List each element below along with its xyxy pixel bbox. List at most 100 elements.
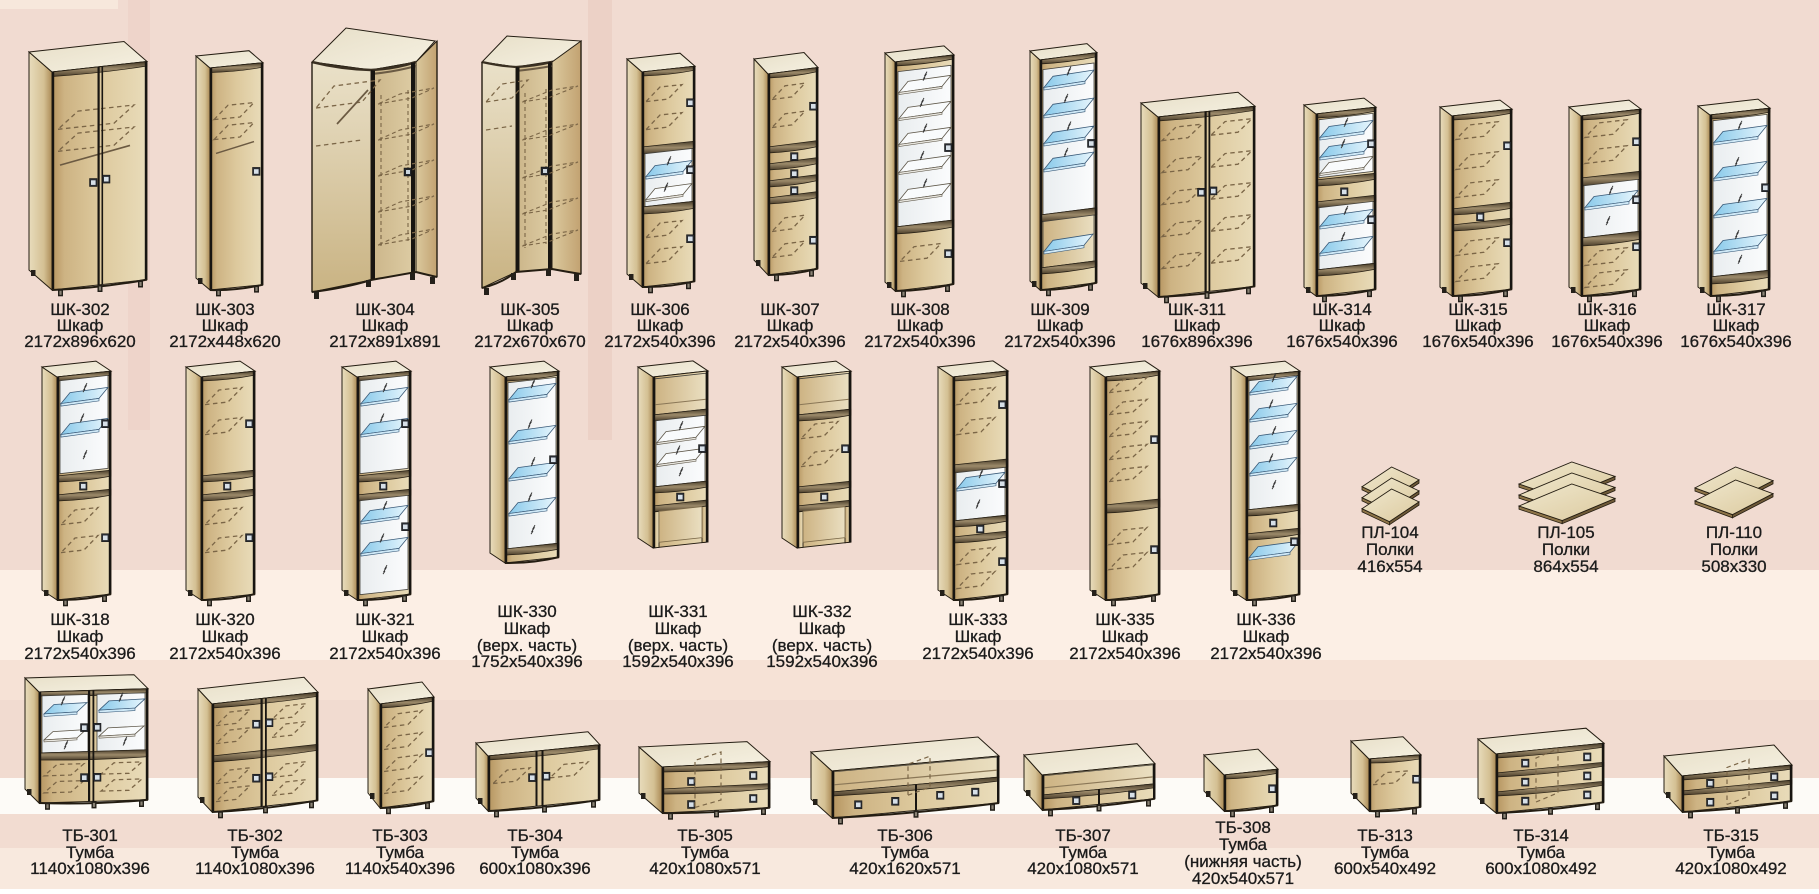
svg-text:420х1080х571: 420х1080х571 [1027,859,1139,878]
svg-text:1592х540х396: 1592х540х396 [622,652,734,671]
svg-text:Шкаф: Шкаф [1037,316,1084,335]
svg-text:Полки: Полки [1366,540,1414,559]
svg-text:1676х540х396: 1676х540х396 [1551,332,1663,351]
svg-text:Тумба: Тумба [66,843,115,862]
svg-text:ТБ-314: ТБ-314 [1513,826,1569,845]
svg-text:2172х540х396: 2172х540х396 [922,644,1034,663]
svg-text:600х540х492: 600х540х492 [1334,859,1436,878]
svg-text:1676х896х396: 1676х896х396 [1141,332,1253,351]
svg-text:ШК-332: ШК-332 [792,602,852,621]
svg-text:2172х540х396: 2172х540х396 [1004,332,1116,351]
svg-text:ШК-309: ШК-309 [1030,300,1090,319]
svg-text:ШК-317: ШК-317 [1706,300,1766,319]
svg-text:2172х540х396: 2172х540х396 [734,332,846,351]
svg-text:2172х896х620: 2172х896х620 [24,332,136,351]
svg-text:ПЛ-104: ПЛ-104 [1361,523,1418,542]
svg-text:ШК-333: ШК-333 [948,610,1008,629]
svg-text:ТБ-313: ТБ-313 [1357,826,1413,845]
svg-text:ТБ-308: ТБ-308 [1215,818,1271,837]
svg-text:Шкаф: Шкаф [955,627,1002,646]
svg-text:1140х540х396: 1140х540х396 [345,859,455,878]
svg-text:ШК-311: ШК-311 [1168,300,1226,319]
svg-text:2172х540х396: 2172х540х396 [864,332,976,351]
svg-text:ШК-318: ШК-318 [50,610,110,629]
svg-text:2172х540х396: 2172х540х396 [24,644,136,663]
svg-text:Тумба: Тумба [231,843,280,862]
svg-text:Шкаф: Шкаф [362,316,409,335]
svg-text:ТБ-301: ТБ-301 [62,826,118,845]
svg-text:1592х540х396: 1592х540х396 [766,652,878,671]
svg-text:(верх. часть): (верх. часть) [477,636,577,655]
svg-text:(нижняя часть): (нижняя часть) [1184,852,1302,871]
svg-text:864х554: 864х554 [1533,557,1598,576]
svg-text:ШК-315: ШК-315 [1448,300,1508,319]
svg-text:ШК-314: ШК-314 [1312,300,1372,319]
svg-text:Тумба: Тумба [1707,843,1756,862]
svg-text:420х1620х571: 420х1620х571 [849,859,961,878]
svg-text:Шкаф: Шкаф [767,316,814,335]
svg-text:2172х540х396: 2172х540х396 [1069,644,1181,663]
svg-text:ТБ-306: ТБ-306 [877,826,933,845]
svg-text:ШК-305: ШК-305 [500,300,560,319]
svg-text:2172х540х396: 2172х540х396 [329,644,441,663]
svg-text:420х1080х492: 420х1080х492 [1675,859,1787,878]
svg-text:(верх. часть): (верх. часть) [628,636,728,655]
svg-text:Полки: Полки [1542,540,1590,559]
svg-text:420х1080х571: 420х1080х571 [649,859,761,878]
svg-text:1676х540х396: 1676х540х396 [1422,332,1534,351]
svg-text:Тумба: Тумба [681,843,730,862]
svg-text:Шкаф: Шкаф [362,627,409,646]
svg-text:1676х540х396: 1676х540х396 [1680,332,1792,351]
svg-text:(верх. часть): (верх. часть) [772,636,872,655]
svg-text:Шкаф: Шкаф [637,316,684,335]
svg-text:1140х1080х396: 1140х1080х396 [30,859,150,878]
svg-text:Шкаф: Шкаф [202,627,249,646]
svg-text:600х1080х396: 600х1080х396 [479,859,591,878]
svg-text:Полки: Полки [1710,540,1758,559]
svg-text:2172х540х396: 2172х540х396 [1210,644,1322,663]
svg-text:Шкаф: Шкаф [57,316,104,335]
svg-text:Шкаф: Шкаф [507,316,554,335]
svg-text:508х330: 508х330 [1701,557,1766,576]
svg-text:Шкаф: Шкаф [655,619,702,638]
svg-text:Тумба: Тумба [881,843,930,862]
svg-text:Шкаф: Шкаф [1319,316,1366,335]
svg-text:ПЛ-105: ПЛ-105 [1537,523,1594,542]
svg-text:ШК-307: ШК-307 [760,300,820,319]
svg-text:1676х540х396: 1676х540х396 [1286,332,1398,351]
svg-text:ШК-306: ШК-306 [630,300,690,319]
svg-text:Тумба: Тумба [376,843,425,862]
svg-text:Шкаф: Шкаф [57,627,104,646]
svg-text:ШК-308: ШК-308 [890,300,950,319]
svg-text:ШК-330: ШК-330 [497,602,557,621]
svg-text:1752х540х396: 1752х540х396 [471,652,583,671]
svg-text:ШК-335: ШК-335 [1095,610,1155,629]
svg-text:ТБ-303: ТБ-303 [372,826,428,845]
svg-text:Шкаф: Шкаф [897,316,944,335]
svg-text:Шкаф: Шкаф [799,619,846,638]
svg-text:ШК-336: ШК-336 [1236,610,1296,629]
svg-text:Шкаф: Шкаф [1713,316,1760,335]
svg-text:Шкаф: Шкаф [1243,627,1290,646]
svg-text:Тумба: Тумба [1219,835,1268,854]
svg-text:416х554: 416х554 [1357,557,1422,576]
svg-text:ШК-320: ШК-320 [195,610,255,629]
svg-text:Шкаф: Шкаф [504,619,551,638]
svg-text:600х1080х492: 600х1080х492 [1485,859,1597,878]
svg-text:Тумба: Тумба [1517,843,1566,862]
svg-text:ТБ-315: ТБ-315 [1703,826,1759,845]
svg-text:2172х540х396: 2172х540х396 [604,332,716,351]
svg-text:ШК-331: ШК-331 [648,602,708,621]
svg-text:ШК-321: ШК-321 [355,610,415,629]
svg-text:ШК-316: ШК-316 [1577,300,1637,319]
svg-text:ТБ-307: ТБ-307 [1055,826,1111,845]
svg-text:ШК-304: ШК-304 [355,300,415,319]
svg-text:2172х891х891: 2172х891х891 [329,332,441,351]
svg-text:Шкаф: Шкаф [1174,316,1221,335]
svg-text:ТБ-304: ТБ-304 [507,826,563,845]
svg-text:Тумба: Тумба [511,843,560,862]
svg-text:ТБ-302: ТБ-302 [227,826,283,845]
svg-text:ШК-302: ШК-302 [50,300,110,319]
svg-text:ПЛ-110: ПЛ-110 [1706,523,1762,542]
svg-text:ТБ-305: ТБ-305 [677,826,733,845]
